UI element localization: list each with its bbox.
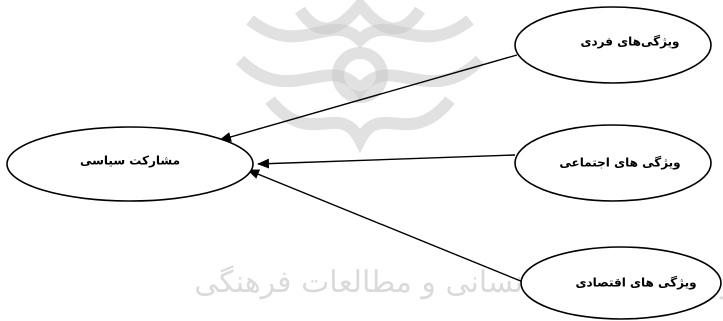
node-label-social-traits: ویژگی های اجتماعی [559,156,680,171]
node-economic-traits: ویژگی های اقتصادی [521,247,721,319]
node-political-participation: مشارکت سیاسی [7,127,253,201]
node-label-economic-traits: ویژگی های اقتصادی [575,276,696,291]
node-label-political-participation: مشارکت سیاسی [80,154,180,168]
watermark-emblem [240,5,480,140]
node-individual-traits: ویژگی‌های فردی [515,7,711,83]
node-social-traits: ویژگی های اجتماعی [515,125,711,201]
arrow-social-to-participation [258,155,515,164]
node-label-individual-traits: ویژگی‌های فردی [580,35,679,50]
